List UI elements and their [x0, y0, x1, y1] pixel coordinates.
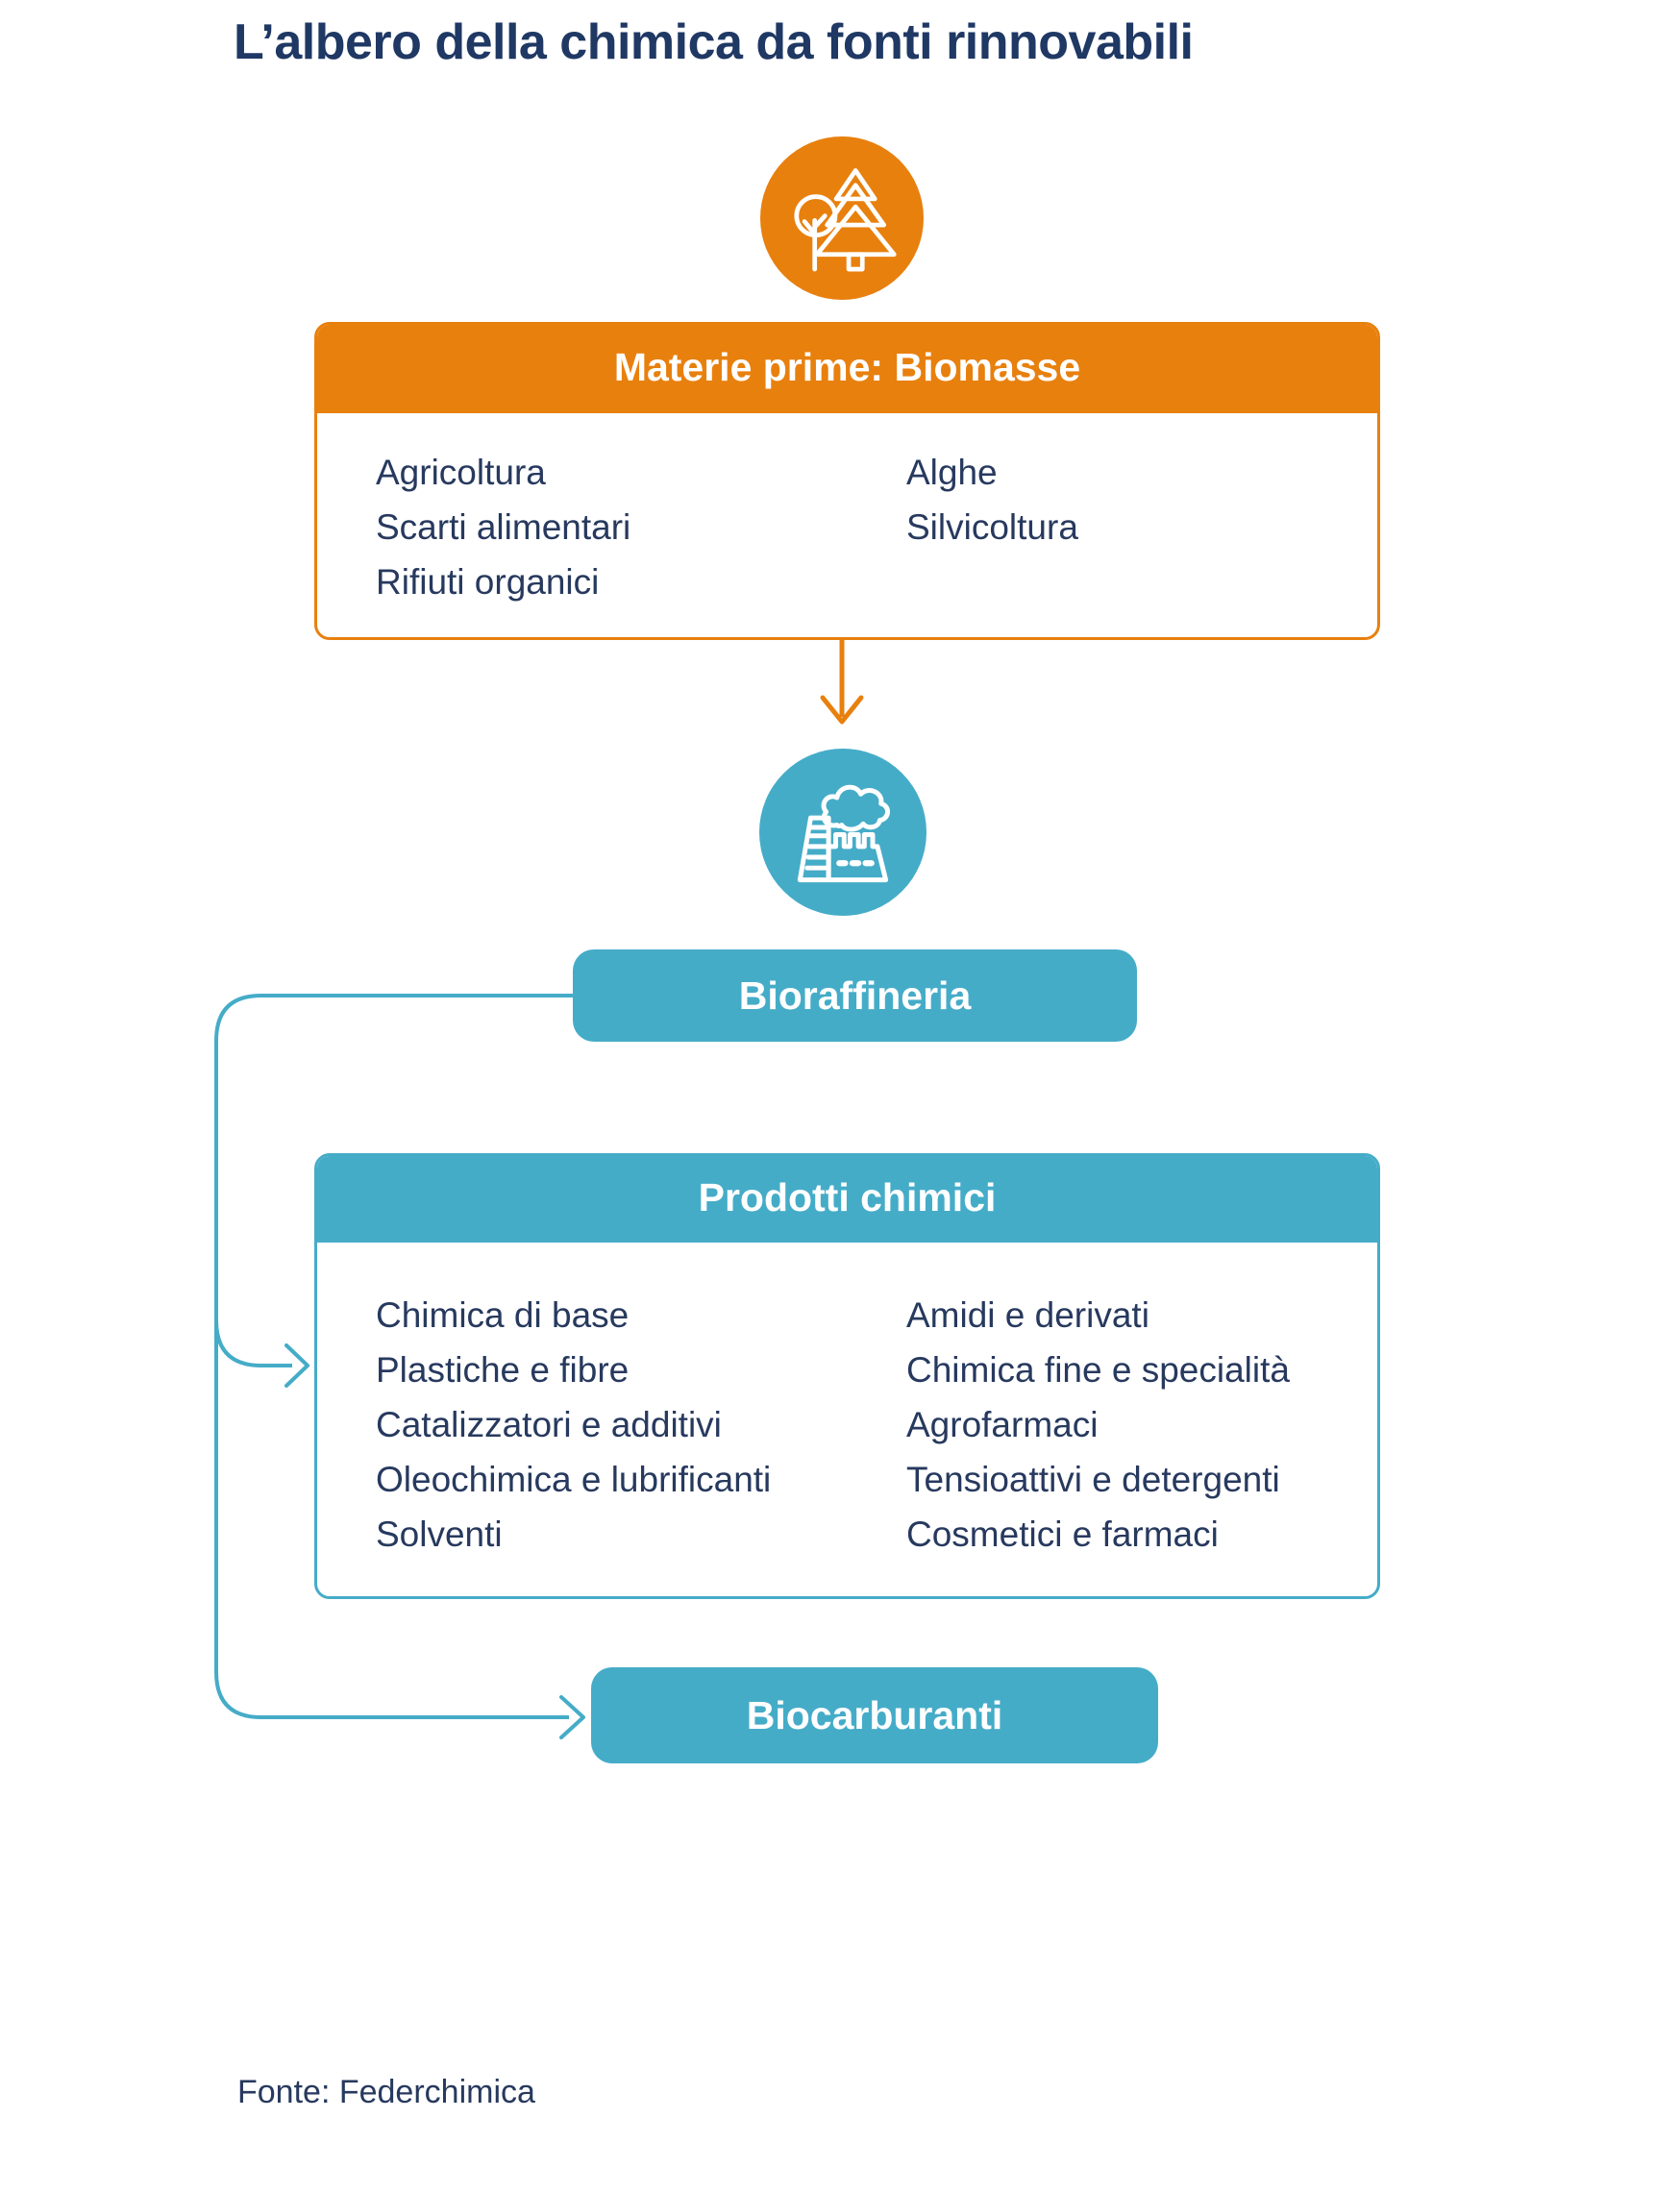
list-item: Agrofarmaci — [906, 1405, 1099, 1444]
biomass-list-left: Agricoltura Scarti alimentari Rifiuti or… — [376, 445, 630, 609]
biorefinery-icon-circle — [759, 749, 926, 916]
prodotti-chimici-box: Prodotti chimici Chimica di base Plastic… — [314, 1153, 1380, 1599]
biocarburanti-label: Biocarburanti — [746, 1692, 1003, 1737]
prodotti-list-right: Amidi e derivati Chimica fine e speciali… — [906, 1288, 1290, 1562]
source-note: Fonte: Federchimica — [237, 2074, 535, 2110]
list-item: Rifiuti organici — [376, 562, 600, 602]
factory-icon — [797, 784, 890, 883]
down-arrow-orange — [820, 636, 864, 725]
list-item: Oleochimica e lubrificanti — [376, 1460, 772, 1499]
list-item: Solventi — [376, 1515, 503, 1554]
list-item: Catalizzatori e additivi — [376, 1405, 722, 1444]
list-item: Agricoltura — [376, 453, 546, 492]
biomass-list-right: Alghe Silvicoltura — [906, 445, 1078, 554]
list-item: Silvicoltura — [906, 507, 1078, 547]
prodotti-chimici-body: Chimica di base Plastiche e fibre Catali… — [317, 1245, 1377, 1596]
list-item: Chimica di base — [376, 1295, 630, 1335]
list-item: Chimica fine e specialità — [906, 1350, 1290, 1390]
list-item: Cosmetici e farmaci — [906, 1515, 1219, 1554]
list-item: Alghe — [906, 453, 998, 492]
biomass-icon-circle — [760, 136, 924, 300]
list-item: Tensioattivi e detergenti — [906, 1460, 1280, 1499]
biomass-box-header: Materie prime: Biomasse — [317, 325, 1377, 413]
biomass-box-body: Agricoltura Scarti alimentari Rifiuti or… — [317, 416, 1377, 637]
tree-icon — [794, 168, 897, 272]
list-item: Scarti alimentari — [376, 507, 631, 547]
bioraffineria-label: Bioraffineria — [738, 973, 972, 1018]
page-title: L’albero della chimica da fonti rinnovab… — [234, 14, 1194, 70]
bioraffineria-box: Bioraffineria — [573, 949, 1137, 1042]
prodotti-list-left: Chimica di base Plastiche e fibre Catali… — [376, 1288, 771, 1562]
biocarburanti-box: Biocarburanti — [591, 1667, 1158, 1763]
list-item: Amidi e derivati — [906, 1295, 1149, 1335]
prodotti-chimici-header: Prodotti chimici — [317, 1156, 1377, 1243]
list-item: Plastiche e fibre — [376, 1350, 630, 1390]
biomass-box: Materie prime: Biomasse Agricoltura Scar… — [314, 322, 1380, 640]
